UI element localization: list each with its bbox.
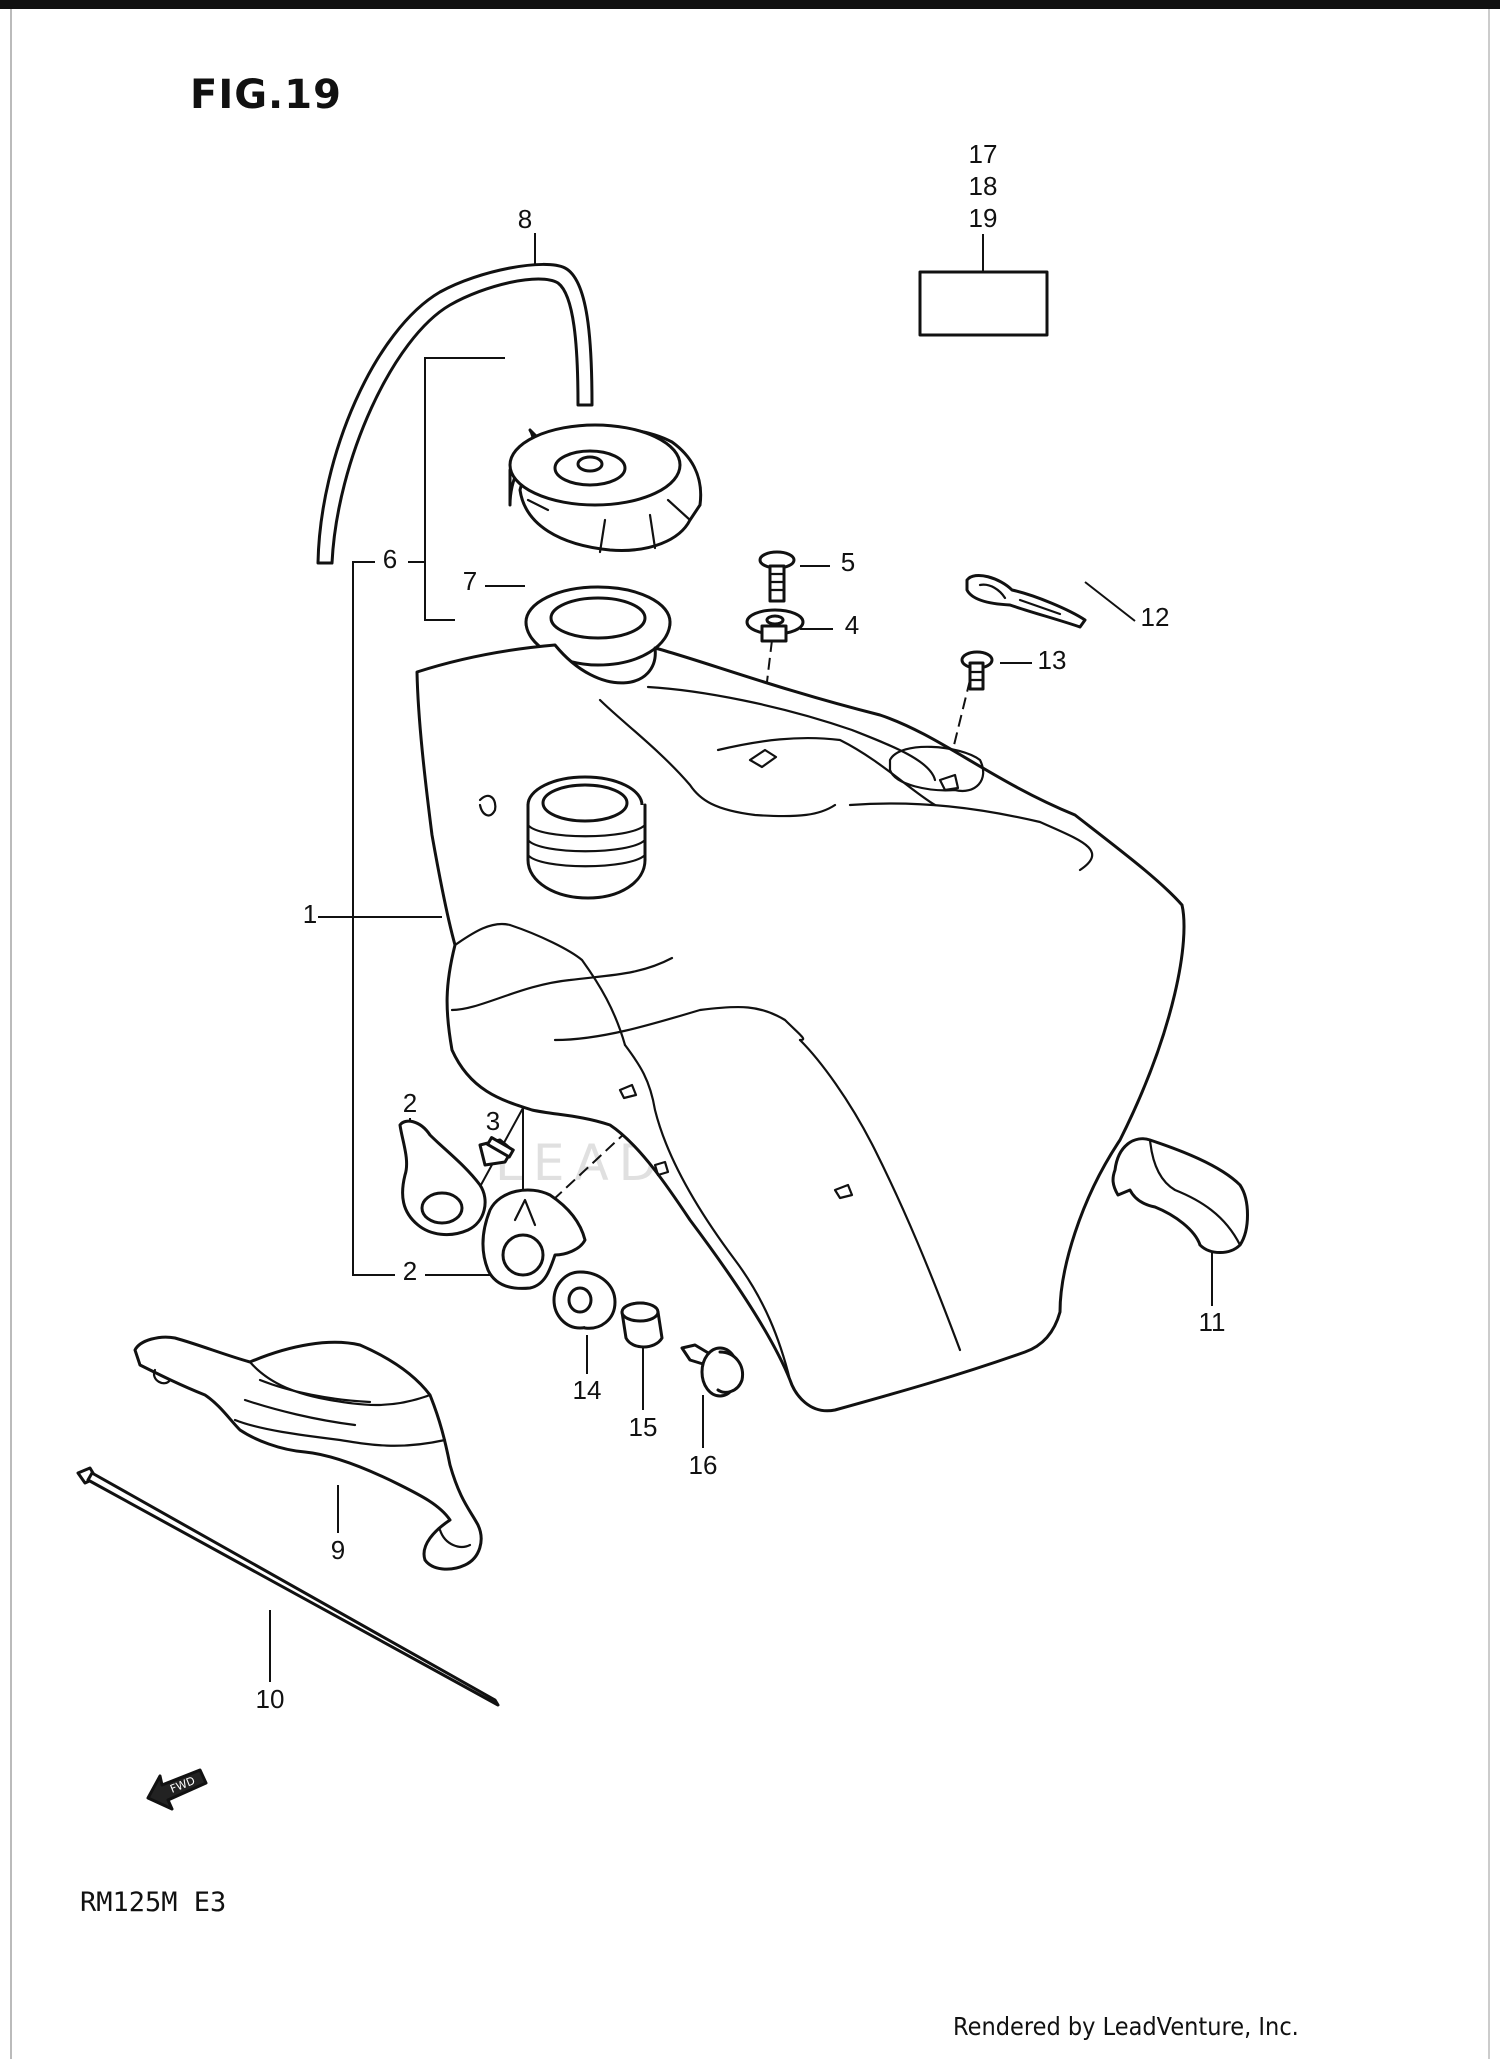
- screw-13[interactable]: [960, 650, 994, 691]
- figure-title: FIG.19: [190, 72, 342, 118]
- callout-15[interactable]: 15: [629, 1412, 658, 1442]
- fuel-cap[interactable]: [508, 423, 703, 554]
- clip-12[interactable]: [965, 574, 1087, 629]
- tank-cushion[interactable]: [1111, 1137, 1249, 1254]
- bracket-upper[interactable]: [398, 1119, 487, 1237]
- callout-13[interactable]: 13: [1038, 645, 1067, 675]
- callout-14[interactable]: 14: [573, 1375, 602, 1405]
- callout-8[interactable]: 8: [518, 204, 532, 234]
- tank-strap[interactable]: [133, 1335, 483, 1571]
- bolt-3[interactable]: [478, 1136, 515, 1167]
- callout-2-lower[interactable]: 2: [403, 1256, 417, 1286]
- model-code: RM125M E3: [80, 1887, 227, 1918]
- callout-11[interactable]: 11: [1199, 1307, 1226, 1337]
- callout-7[interactable]: 7: [463, 566, 477, 596]
- callout-16[interactable]: 16: [689, 1450, 718, 1480]
- right-edge-line: [1488, 9, 1490, 2059]
- credit-line: Rendered by LeadVenture, Inc.: [953, 2012, 1299, 2041]
- callout-3[interactable]: 3: [486, 1106, 500, 1136]
- label-decal[interactable]: [918, 270, 1049, 337]
- callout-19[interactable]: 19: [969, 203, 998, 233]
- callout-4[interactable]: 4: [845, 610, 859, 640]
- callout-5[interactable]: 5: [841, 547, 855, 577]
- washer-4[interactable]: [745, 608, 805, 643]
- cable-tie[interactable]: [76, 1466, 500, 1707]
- bracket-lower[interactable]: [481, 1188, 587, 1290]
- left-edge-line: [10, 9, 12, 2059]
- callout-2-upper[interactable]: 2: [403, 1088, 417, 1118]
- grommet-14[interactable]: [552, 1270, 617, 1330]
- callout-18[interactable]: 18: [969, 171, 998, 201]
- callout-12[interactable]: 12: [1141, 602, 1170, 632]
- callout-6[interactable]: 6: [383, 544, 397, 574]
- bolt-16[interactable]: [680, 1343, 745, 1398]
- cap-gasket[interactable]: [524, 585, 672, 667]
- forward-arrow: FWD: [146, 1768, 208, 1811]
- screw-5[interactable]: [758, 550, 796, 603]
- collar-15[interactable]: [620, 1301, 664, 1349]
- callout-17[interactable]: 17: [969, 139, 998, 169]
- callout-10[interactable]: 10: [256, 1684, 285, 1714]
- breather-hose[interactable]: [316, 262, 594, 565]
- fuel-tank[interactable]: [415, 643, 1186, 1413]
- top-border: [0, 0, 1500, 9]
- callout-1[interactable]: 1: [303, 899, 317, 929]
- callout-9[interactable]: 9: [331, 1535, 345, 1565]
